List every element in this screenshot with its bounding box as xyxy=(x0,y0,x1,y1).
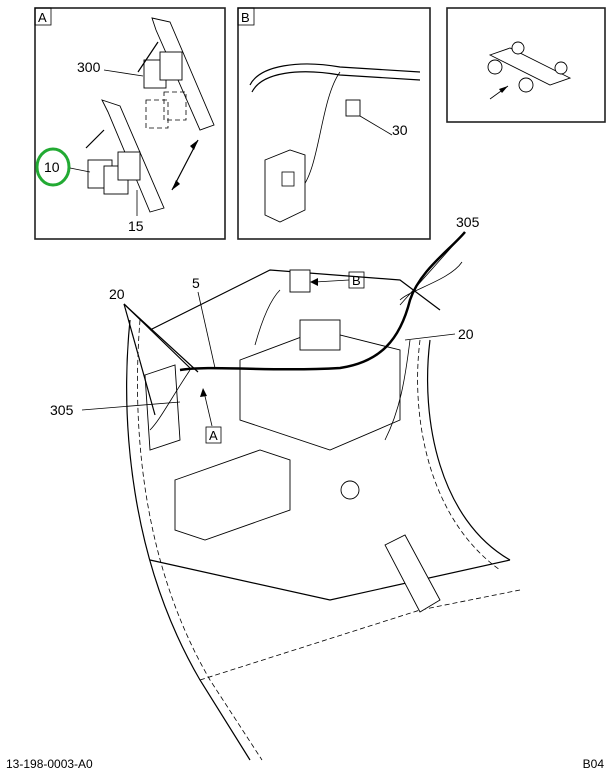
highlight-circle xyxy=(35,147,71,187)
detail-a-label: A xyxy=(38,10,47,25)
callout-20-right: 20 xyxy=(458,326,474,342)
ref-b-label: B xyxy=(352,273,361,288)
main-callouts: 305 20 20 5 305 B A xyxy=(50,214,480,444)
callout-305-left: 305 xyxy=(50,402,74,418)
callout-5: 5 xyxy=(192,275,200,291)
callout-30: 30 xyxy=(392,122,408,138)
switch-panel xyxy=(144,364,181,451)
sheet-code: B04 xyxy=(582,757,604,771)
cab-floor-drawing xyxy=(126,231,521,761)
callout-300: 300 xyxy=(77,59,101,75)
drawing-number: 13-198-0003-A0 xyxy=(6,757,93,771)
module-box xyxy=(174,449,291,541)
relay-bracket-upper xyxy=(137,17,215,131)
detail-b-panel: B 30 xyxy=(237,7,431,240)
wiring-harness xyxy=(179,231,466,372)
detail-b-label: B xyxy=(241,10,250,25)
callout-20-left: 20 xyxy=(109,286,125,302)
detail-a-panel: A 300 10 15 xyxy=(34,7,226,240)
accelerator-pedal xyxy=(384,534,441,613)
connector-30 xyxy=(345,99,361,117)
callout-15: 15 xyxy=(128,218,144,234)
callout-10: 10 xyxy=(44,159,60,175)
ref-a-label: A xyxy=(209,428,218,443)
vehicle-locator-inset xyxy=(446,7,606,123)
callout-305-top: 305 xyxy=(456,214,480,230)
relay-bracket-lower xyxy=(85,99,165,213)
ref-a-box xyxy=(205,426,222,444)
